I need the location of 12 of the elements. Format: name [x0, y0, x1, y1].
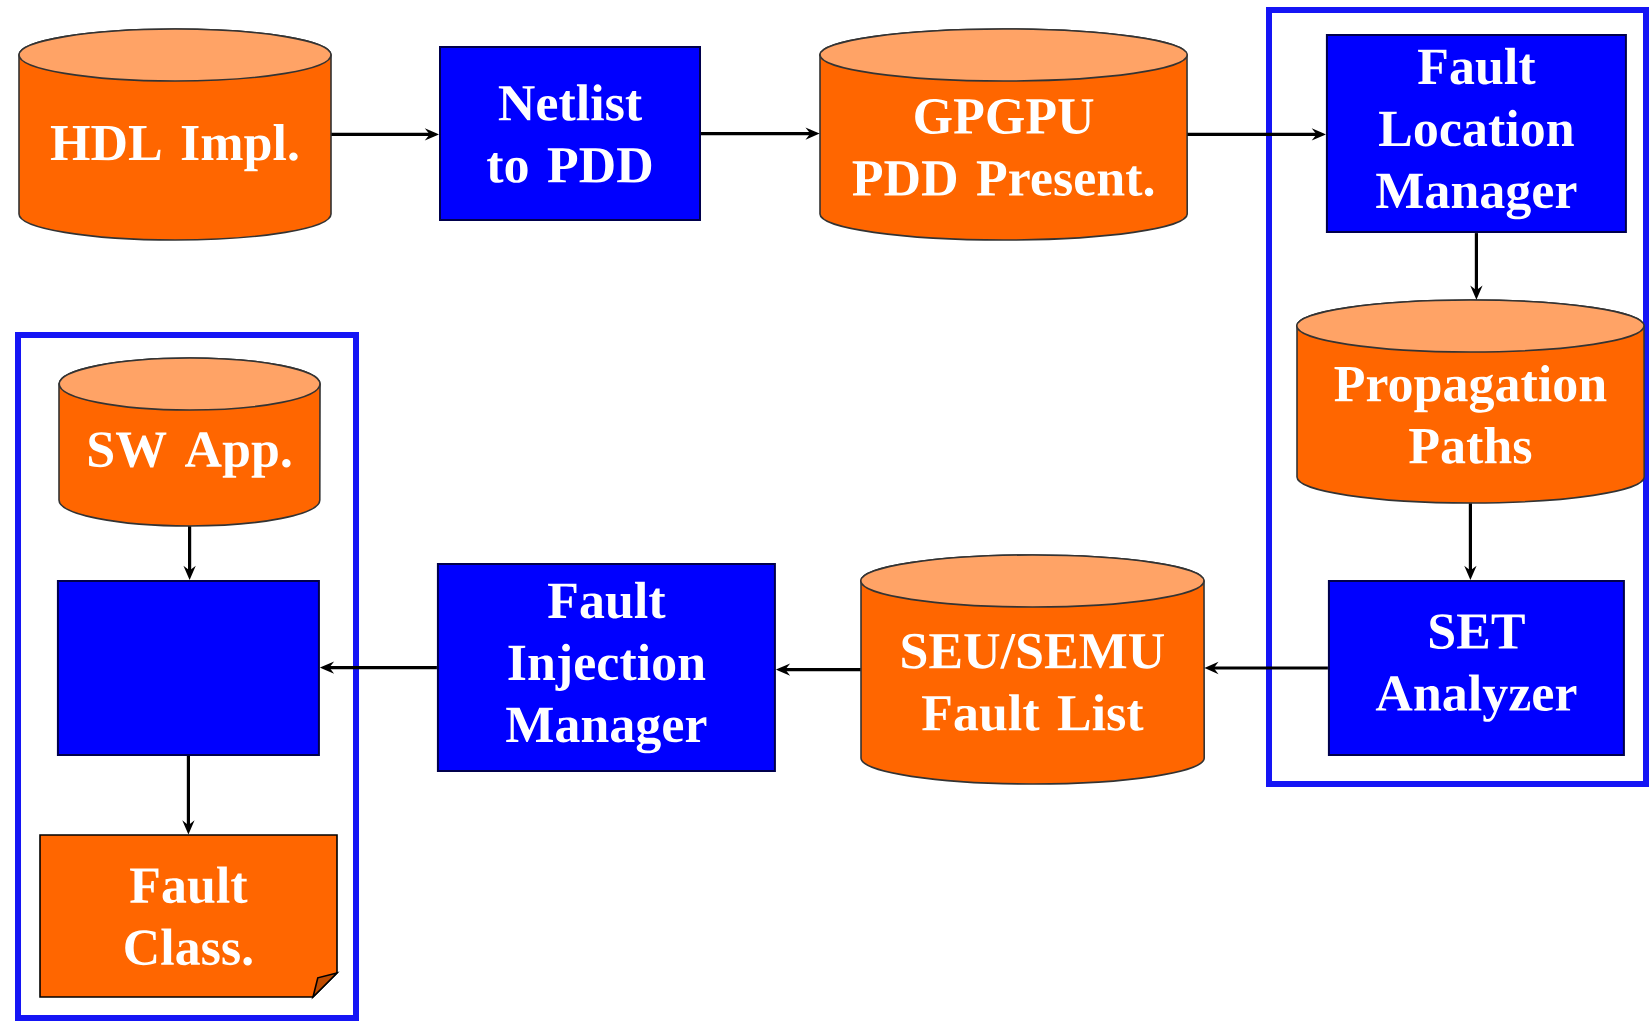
process-box: SET Analyzer	[1327, 580, 1625, 756]
group-frame	[1266, 7, 1649, 787]
database-cylinder: HDL Impl.	[18, 28, 332, 241]
database-cylinder: Propagation Paths	[1296, 299, 1645, 504]
group-frame	[15, 332, 359, 1021]
process-box: Fault Location Manager	[1325, 34, 1627, 234]
database-cylinder: SEU/SEMU Fault List	[860, 554, 1205, 785]
process-box	[56, 580, 320, 756]
process-box: Fault Injection Manager	[436, 563, 776, 773]
process-box: Netlist to PDD	[439, 46, 701, 222]
database-cylinder: SW App.	[58, 357, 321, 527]
database-cylinder: GPGPU PDD Present.	[819, 28, 1188, 241]
